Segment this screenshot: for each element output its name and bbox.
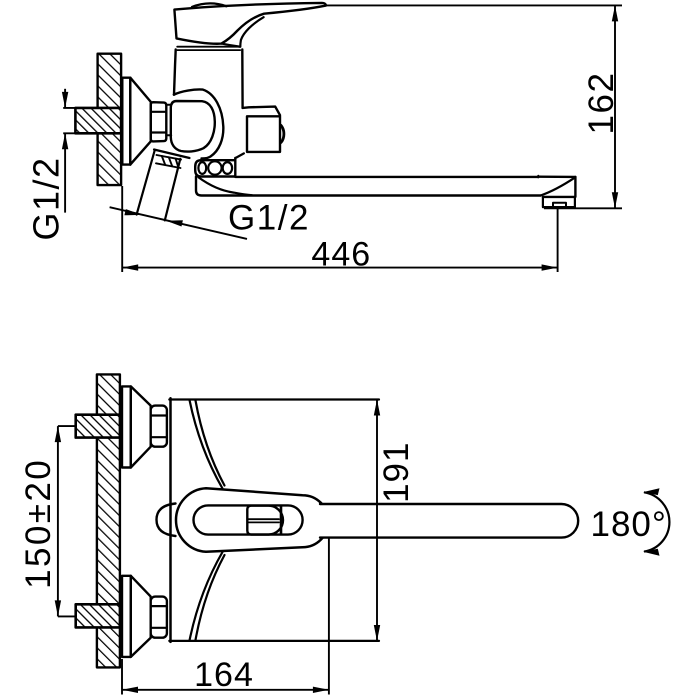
svg-text:G1/2: G1/2 [228, 198, 310, 237]
svg-text:150±20: 150±20 [19, 458, 58, 589]
svg-text:G1/2: G1/2 [26, 156, 67, 240]
svg-text:191: 191 [377, 441, 416, 502]
svg-text:162: 162 [582, 72, 621, 135]
svg-text:180°: 180° [591, 505, 667, 544]
svg-text:446: 446 [311, 236, 371, 274]
svg-text:164: 164 [194, 656, 254, 694]
